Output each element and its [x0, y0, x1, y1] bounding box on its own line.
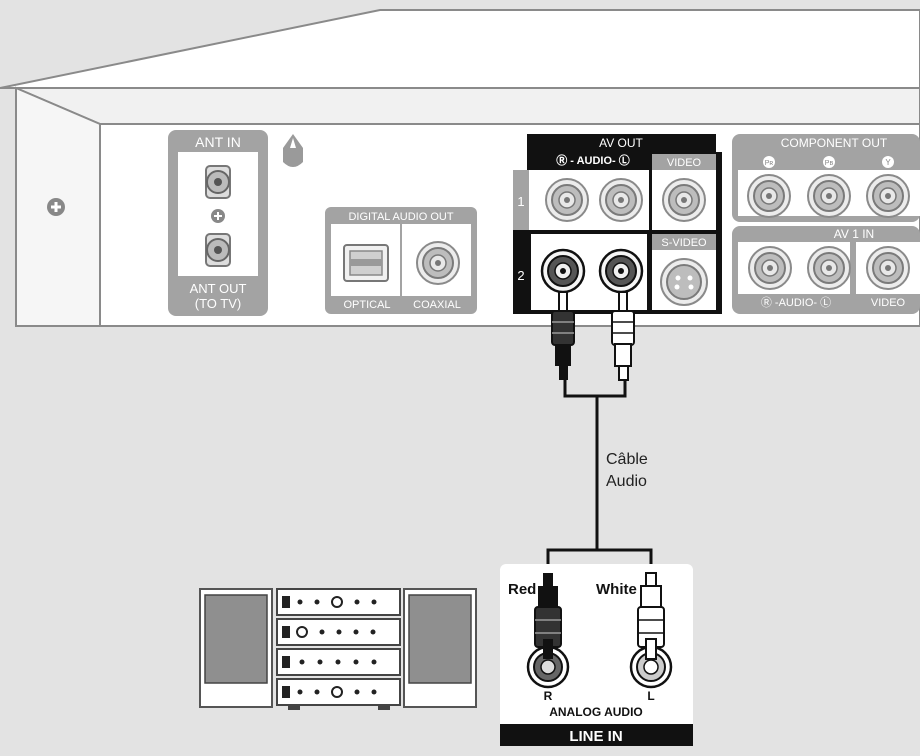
av1-in-label: AV 1 IN — [834, 227, 874, 241]
optical-port — [343, 244, 389, 282]
r-label: R — [544, 689, 553, 703]
ant-out-tv-label: (TO TV) — [195, 296, 241, 311]
av-out-video-label: VIDEO — [667, 157, 702, 169]
component-pb-jack — [807, 174, 851, 218]
digital-audio-out-block: DIGITAL AUDIO OUT OPTICAL COAXIAL — [325, 207, 477, 314]
white-label: White — [596, 581, 637, 598]
ant-out-jack — [205, 233, 231, 267]
component-out-label: COMPONENT OUT — [781, 136, 888, 150]
av1-in-video-label: VIDEO — [871, 297, 906, 309]
cable-label-line1: Câble — [606, 451, 648, 468]
optical-label: OPTICAL — [343, 299, 390, 311]
av1-in-audio-label: Ⓡ -AUDIO- Ⓛ — [761, 296, 831, 309]
ant-out-label: ANT OUT — [190, 281, 247, 296]
white-plug-top — [611, 291, 635, 381]
l-label: L — [647, 689, 654, 703]
component-y-label: Y — [885, 158, 891, 167]
line-in-right-jack — [526, 639, 570, 689]
screw-icon — [47, 198, 65, 216]
av1-in-block: AV 1 IN Ⓡ -AUDIO- Ⓛ VIDEO — [732, 226, 920, 314]
coaxial-label: COAXIAL — [413, 299, 461, 311]
av-out-audio-label: Ⓡ - AUDIO- Ⓛ — [556, 153, 630, 167]
line-in-panel: LINE IN Red White R — [500, 564, 693, 746]
line-in-label: LINE IN — [569, 728, 622, 745]
coaxial-jack — [416, 241, 460, 285]
s-video-port — [660, 258, 708, 306]
component-out-block: COMPONENT OUT Pʀ Pʙ Y — [732, 134, 920, 222]
line-in-left-jack — [629, 638, 673, 689]
av-out-block: AV OUT Ⓡ - AUDIO- Ⓛ VIDEO 1 2 S-VIDEO — [513, 134, 722, 314]
av1-in-right-jack — [748, 246, 792, 290]
av1-in-video-jack — [866, 246, 910, 290]
av-out-1-right-jack — [545, 178, 589, 222]
stereo-system-icon — [199, 588, 477, 710]
av-out-2-left-jack — [598, 248, 644, 294]
ant-in-label: ANT IN — [195, 134, 241, 150]
component-y-jack — [866, 174, 910, 218]
digital-audio-out-label: DIGITAL AUDIO OUT — [348, 211, 453, 223]
red-plug-top — [551, 291, 575, 380]
red-label: Red — [508, 581, 536, 598]
av1-in-left-jack — [807, 246, 851, 290]
s-video-label: S-VIDEO — [661, 237, 707, 249]
audio-cable — [546, 380, 653, 566]
row-1-label: 1 — [517, 194, 524, 209]
component-pr-label: Pʀ — [765, 160, 774, 167]
ground-shield-icon — [283, 134, 303, 167]
analog-audio-label: ANALOG AUDIO — [549, 705, 643, 719]
av-out-1-video-jack — [662, 178, 706, 222]
av-out-label: AV OUT — [599, 136, 643, 150]
white-plug-bottom — [637, 572, 665, 648]
row-2-label: 2 — [517, 268, 524, 283]
component-pr-jack — [747, 174, 791, 218]
cable-label-line2: Audio — [606, 473, 647, 490]
ant-in-jack — [205, 165, 231, 199]
av-out-2-right-jack — [540, 248, 586, 294]
antenna-block: ANT IN ANT OUT (TO TV) — [168, 130, 268, 316]
red-plug-bottom — [534, 573, 562, 648]
component-pb-label: Pʙ — [825, 160, 834, 167]
ant-screw-icon — [211, 209, 225, 223]
av-out-1-left-jack — [599, 178, 643, 222]
